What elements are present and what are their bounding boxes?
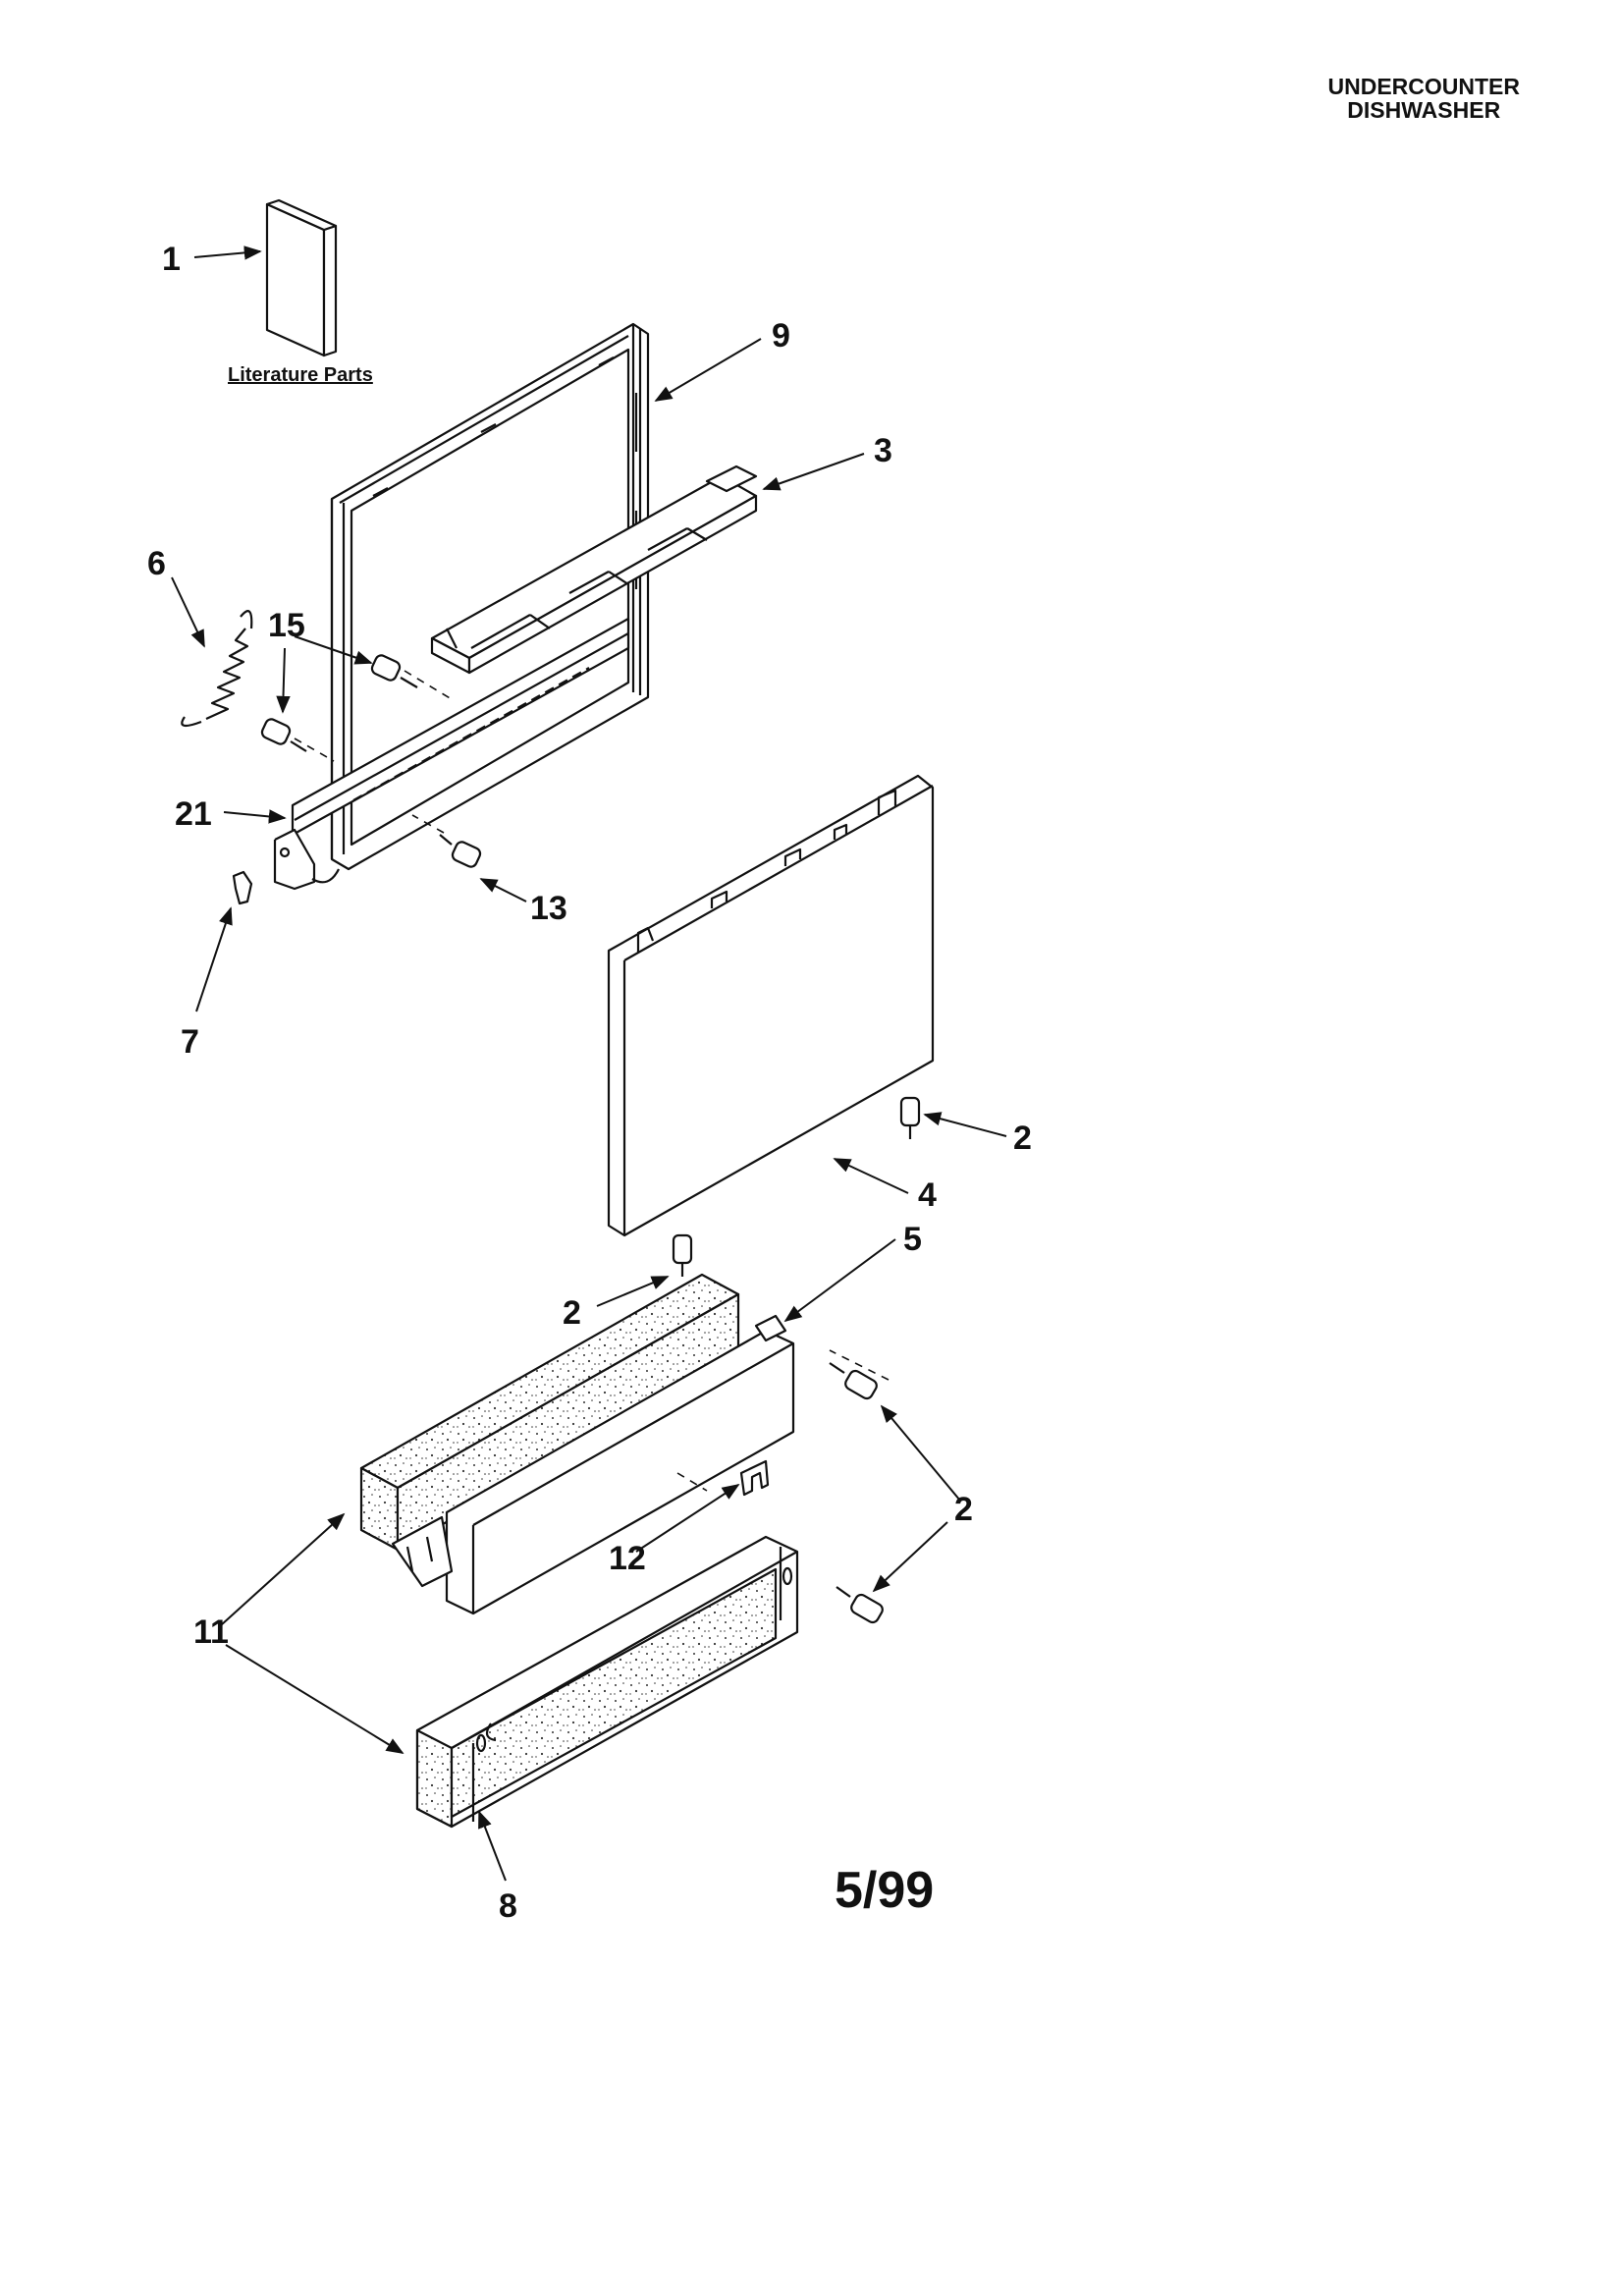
title-line-1: UNDERCOUNTER [1327,74,1521,99]
frame-screw-upper [370,654,418,688]
toe-screw-upper [829,1362,878,1400]
panel-screw-left [672,1233,693,1277]
frame-screw-lower [260,718,307,752]
callout-8: 8 [499,1887,517,1925]
outer-door-panel [607,774,935,1237]
literature-booklet [265,198,338,357]
panel-screw-right [899,1096,921,1139]
callout-1: 1 [162,241,181,278]
door-spring [181,610,253,728]
door-frame [273,322,650,891]
callout-5: 5 [903,1221,922,1258]
toe-screw-lower [836,1586,884,1624]
rack-rail [430,465,758,675]
callout-2-left: 2 [563,1294,581,1332]
date-code: 5/99 [835,1862,935,1919]
callout-21: 21 [175,795,212,833]
callout-3: 3 [874,432,892,469]
literature-parts-label: Literature Parts [228,364,373,386]
callout-11: 11 [193,1613,229,1651]
callout-12: 12 [609,1540,646,1577]
callout-2-right: 2 [1013,1120,1032,1157]
callout-6: 6 [147,545,166,582]
toe-panel [415,1535,799,1829]
callout-4: 4 [918,1176,937,1214]
door-clip [232,870,253,905]
diagram-title: UNDERCOUNTER DISHWASHER [1328,75,1521,122]
assembly-guides [294,670,890,1492]
leader-arrows [171,246,1007,1882]
toe-clip [739,1459,770,1497]
door-support-bracket [391,1314,795,1615]
callout-13: 13 [530,890,567,927]
bottom-screw [439,834,482,868]
title-line-2: DISHWASHER [1347,97,1501,123]
callout-9: 9 [772,317,790,355]
callout-7: 7 [181,1023,199,1061]
